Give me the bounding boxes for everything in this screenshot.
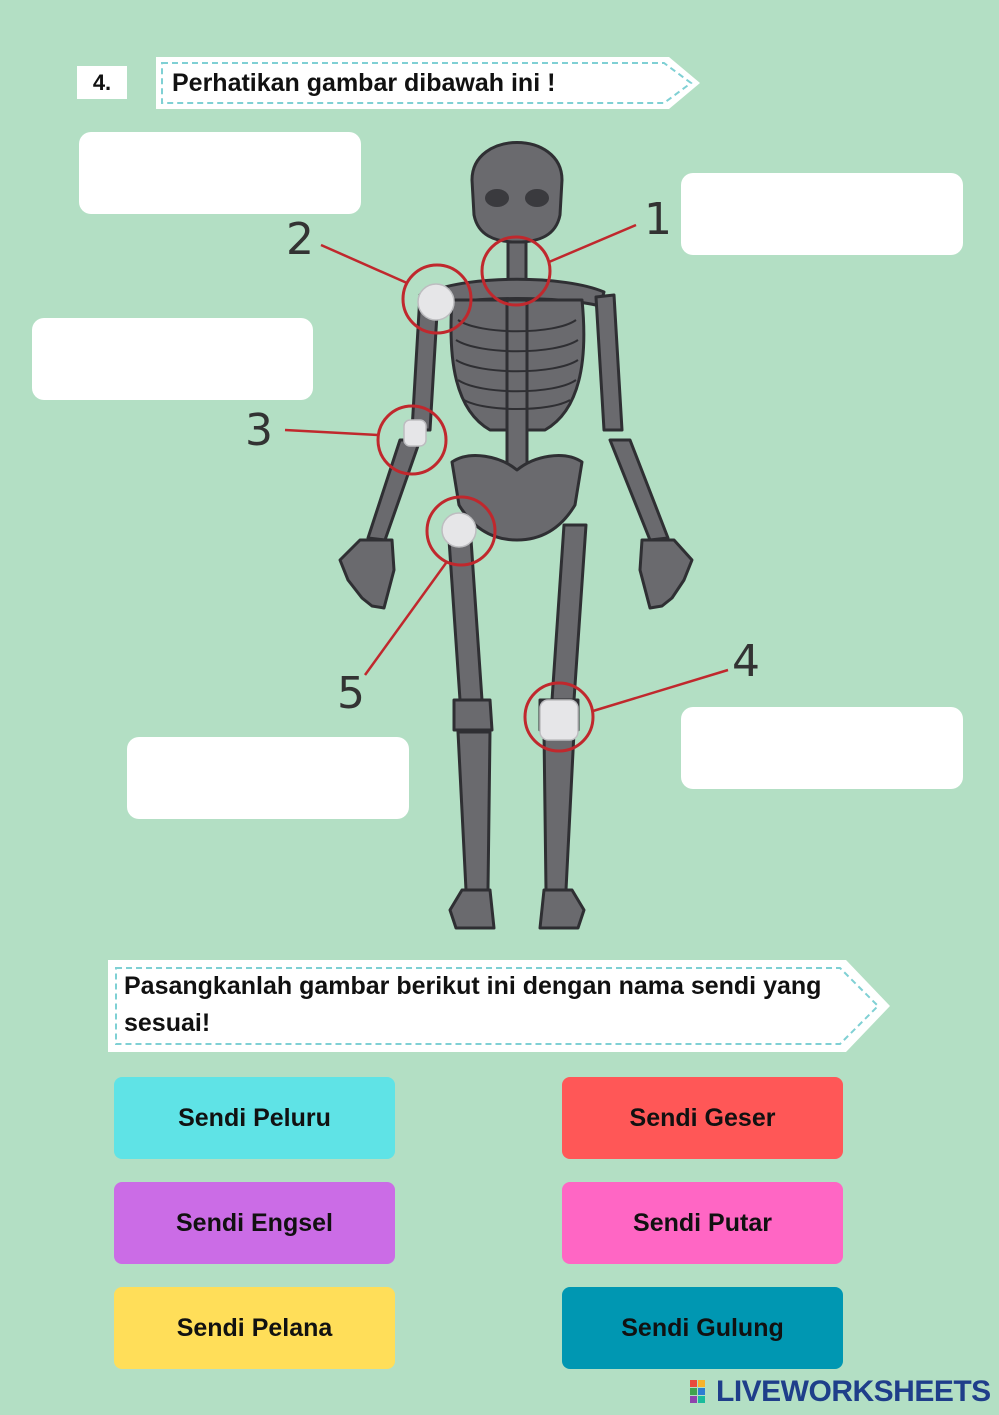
option-sendi-pelana[interactable]: Sendi Pelana: [114, 1287, 395, 1369]
label-3: 3: [245, 405, 273, 456]
skeleton-illustration: [0, 0, 999, 960]
option-sendi-putar[interactable]: Sendi Putar: [562, 1182, 843, 1264]
option-sendi-gulung[interactable]: Sendi Gulung: [562, 1287, 843, 1369]
label-4: 4: [732, 636, 760, 687]
label-5: 5: [337, 668, 365, 719]
liveworksheets-logo-icon: [690, 1380, 714, 1404]
label-1: 1: [644, 194, 672, 245]
label-2: 2: [286, 214, 314, 265]
option-sendi-geser[interactable]: Sendi Geser: [562, 1077, 843, 1159]
brand-name: LIVEWORKSHEETS: [716, 1373, 991, 1411]
instruction-bottom: Pasangkanlah gambar berikut ini dengan n…: [124, 968, 854, 1042]
option-sendi-peluru[interactable]: Sendi Peluru: [114, 1077, 395, 1159]
option-sendi-engsel[interactable]: Sendi Engsel: [114, 1182, 395, 1264]
